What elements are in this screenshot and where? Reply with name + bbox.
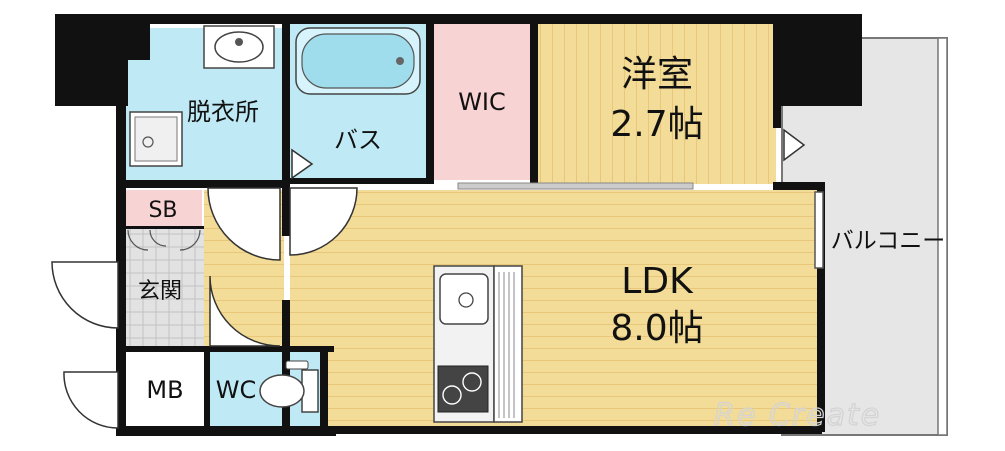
sink [439, 273, 489, 325]
wc-label: WC [216, 376, 257, 404]
western-room-size: 2.7帖 [610, 104, 703, 145]
shoe-box-doors [127, 229, 201, 251]
kitchen-counter [433, 265, 523, 423]
stove [437, 365, 489, 413]
bath-label: バス [334, 126, 382, 154]
dressing-label: 脱衣所 [187, 98, 259, 126]
balcony-sliding-door [814, 191, 824, 269]
western-room-name: 洋室 [621, 54, 693, 95]
sb-label: SB [148, 198, 177, 223]
mb-label: MB [146, 376, 183, 404]
ldk-name: LDK [621, 261, 694, 302]
western-room-floor [538, 22, 776, 184]
balcony-label: バルコニー [831, 228, 946, 254]
mb-floor [126, 352, 204, 428]
sb-floor [126, 190, 202, 226]
wic-floor [434, 22, 530, 180]
door-swings [51, 128, 806, 429]
sliding-door-western [457, 182, 694, 190]
wic-label: WIC [458, 88, 506, 116]
washbasin [203, 25, 275, 69]
ldk-size: 8.0帖 [610, 308, 703, 349]
watermark: Re Create [714, 398, 881, 433]
entrance-label: 玄関 [138, 279, 182, 304]
washing-machine-pan [129, 111, 183, 167]
toilet [259, 360, 319, 413]
ldk-floor [290, 190, 817, 430]
bathtub [295, 27, 421, 95]
